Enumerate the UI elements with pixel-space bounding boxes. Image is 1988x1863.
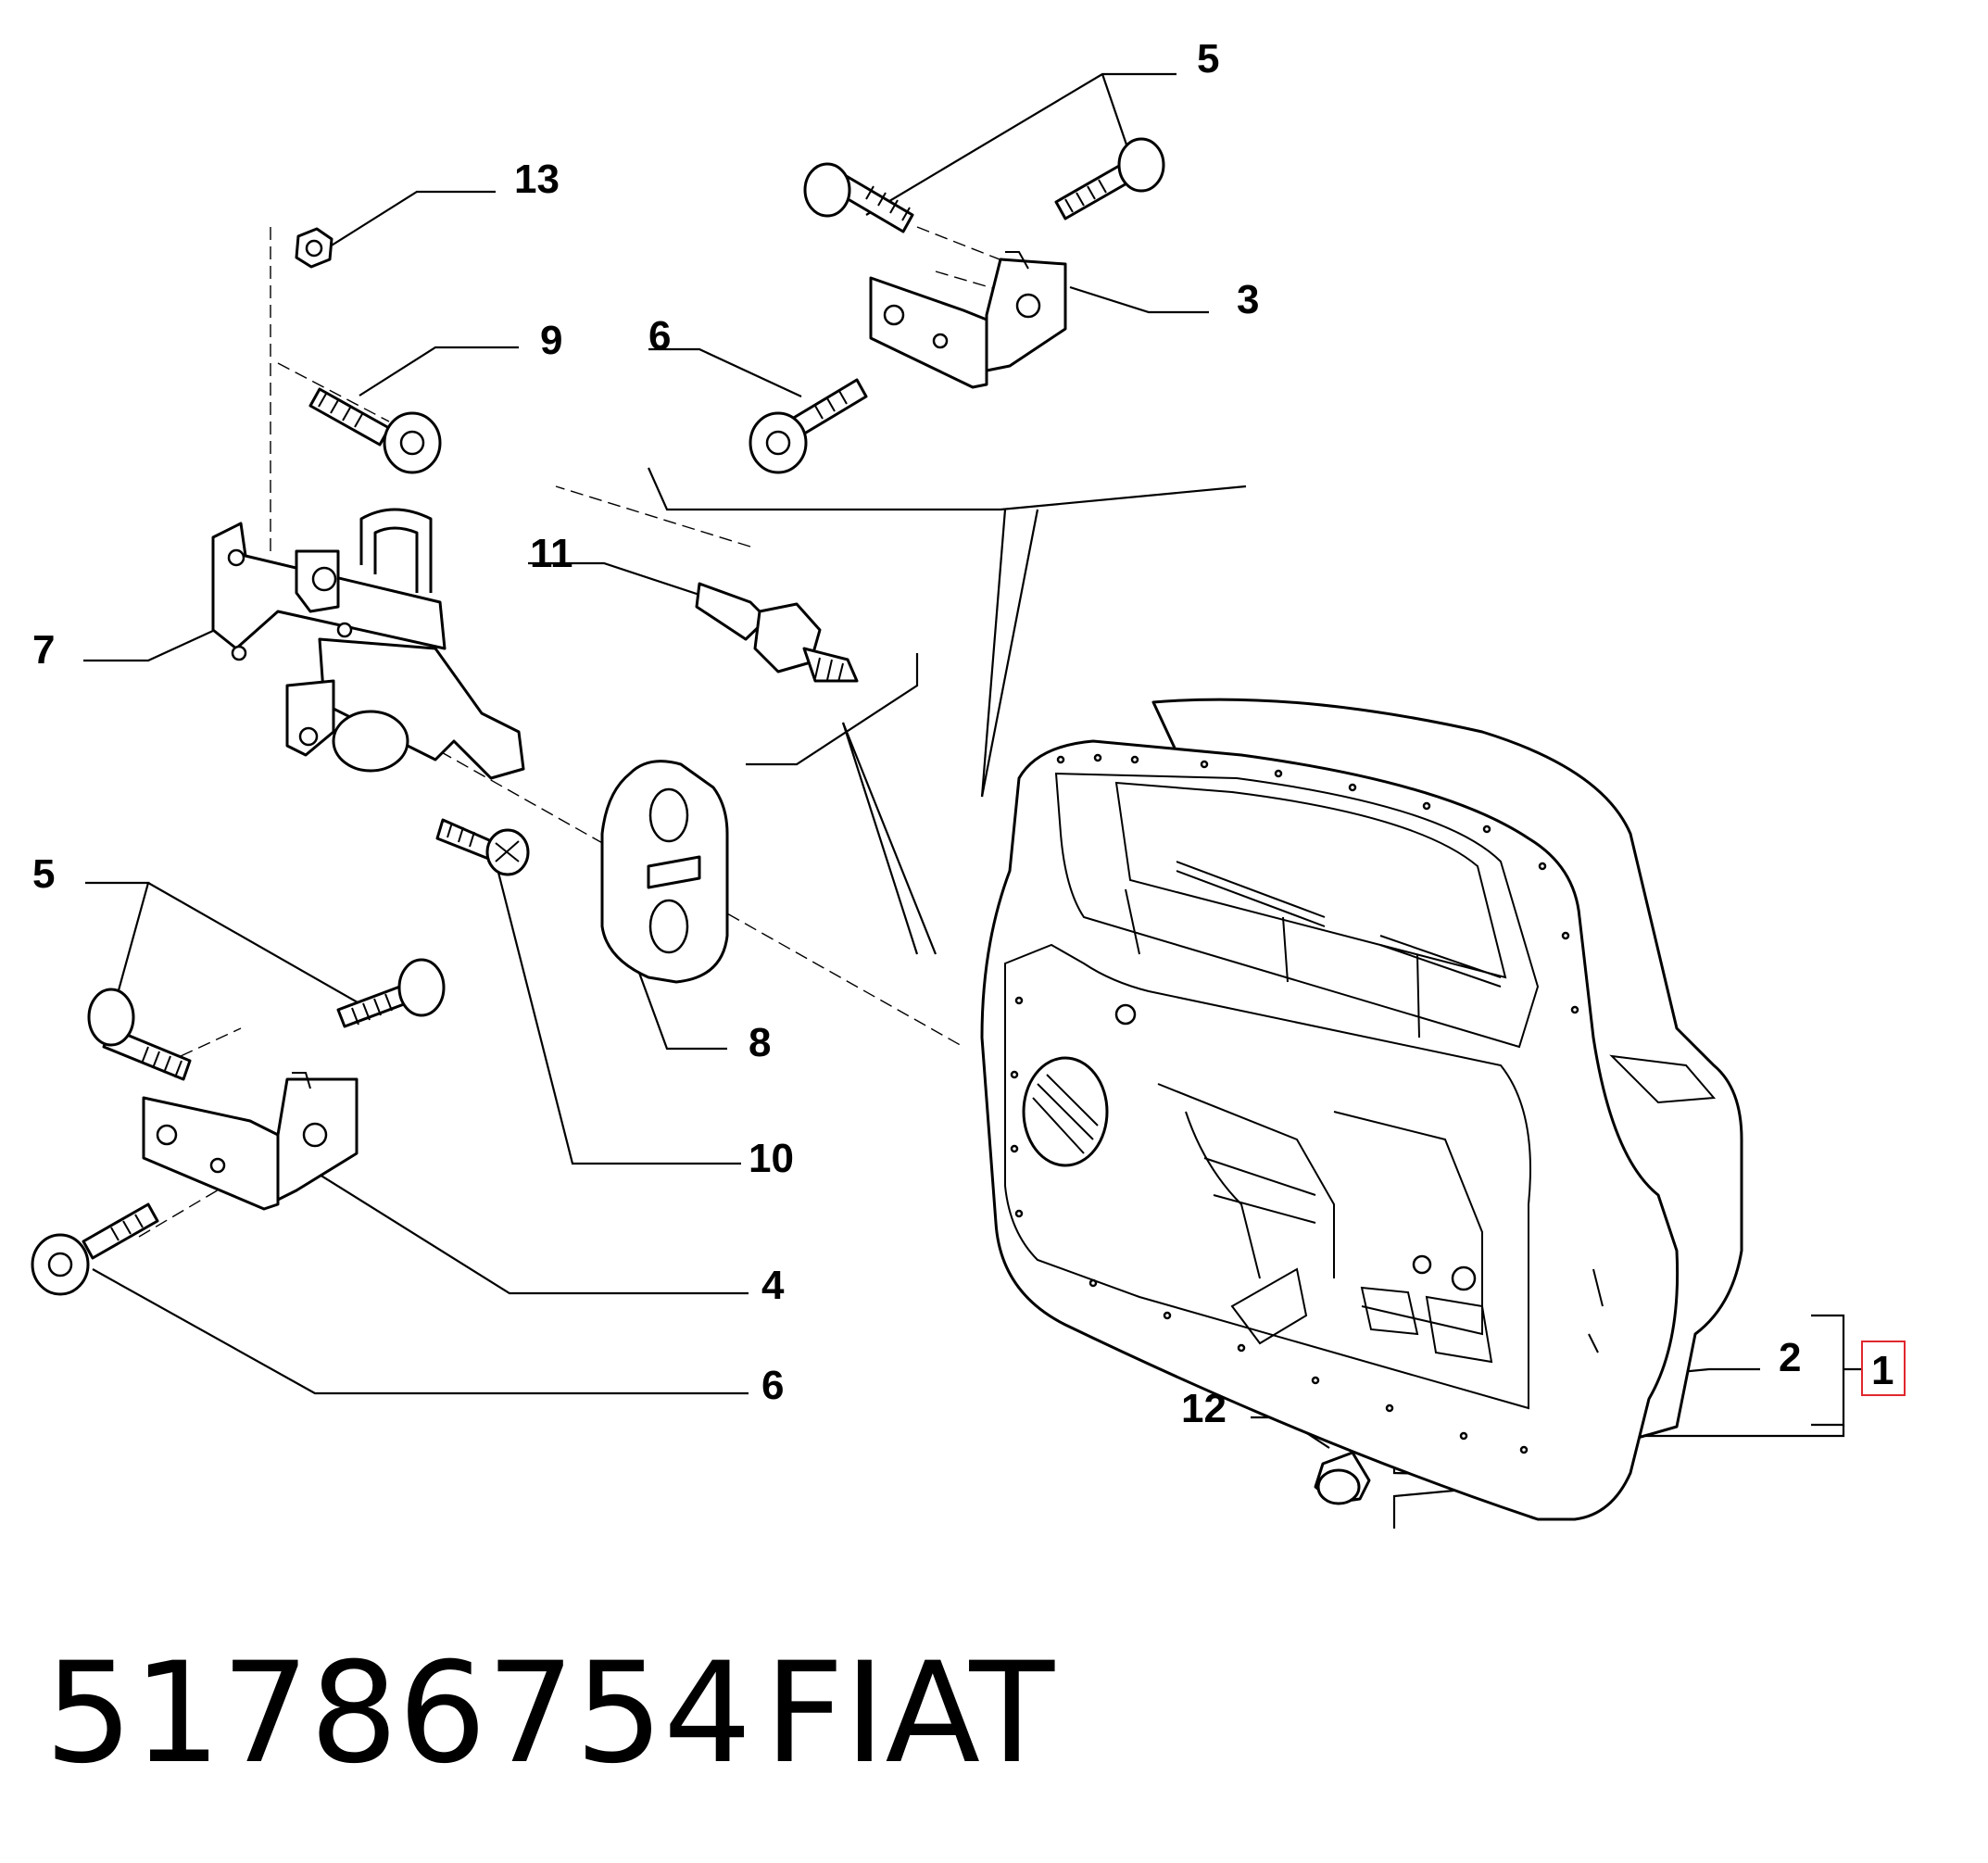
screw-10 [435,818,530,876]
callout-2: 2 [1779,1335,1801,1380]
section-brackets [647,467,1594,1529]
brand-name: FIAT [764,1633,1055,1794]
bolt-5-lower-left [87,988,192,1081]
bolt-9 [308,387,442,474]
callout-10: 10 [749,1136,794,1181]
callout-5-left: 5 [32,851,55,897]
callout-8: 8 [749,1020,771,1065]
bolt-5-top-left [803,162,914,233]
door-perimeter-holes [1010,753,1579,1454]
callout-3: 3 [1237,277,1259,322]
hinge-bracket-4 [142,1072,359,1211]
leader-lines [83,72,1862,1449]
callout-labels: 5 13 3 9 6 11 7 5 8 10 4 6 2 1 12 [32,36,1894,1431]
callout-6-top: 6 [648,313,671,359]
door-check-7 [211,508,525,780]
bolt-6-top [749,378,868,474]
callout-12: 12 [1181,1386,1227,1431]
callout-5-top: 5 [1197,36,1219,82]
callout-4: 4 [761,1263,785,1308]
bolt-5-lower-right [336,958,446,1028]
callout-13: 13 [514,157,560,202]
callout-7: 7 [32,627,55,673]
stud-11 [695,582,859,683]
bolt-6-lower [31,1202,159,1296]
callout-1: 1 [1871,1348,1894,1393]
nut-13 [295,227,333,269]
plug-12 [1314,1451,1371,1505]
rubber-bumper-8 [600,760,729,984]
hinge-bracket-3 [869,251,1067,389]
door-shell-2 [980,698,1743,1521]
callout-9: 9 [540,318,562,363]
part-number: 51786754 [44,1633,752,1794]
bolt-5-top-right [1054,137,1165,220]
callout-6-bottom: 6 [761,1363,784,1408]
callout-11: 11 [530,531,573,576]
alignment-lines [138,226,1048,1238]
part-1-highlight-box [1861,1341,1906,1396]
